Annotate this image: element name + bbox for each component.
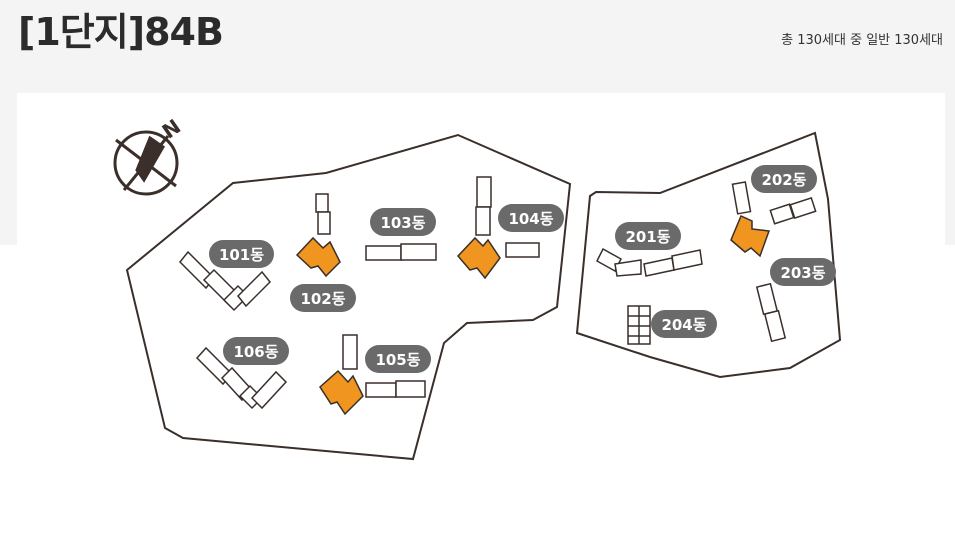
svg-text:101동: 101동 — [219, 246, 264, 264]
svg-text:204동: 204동 — [661, 316, 706, 334]
building-104-highlight[interactable] — [456, 236, 501, 280]
building-204-shape[interactable] — [627, 305, 651, 345]
building-label-104[interactable]: 104동 — [498, 204, 564, 232]
building-101-shape[interactable] — [178, 250, 272, 312]
building-106-shape[interactable] — [195, 346, 288, 410]
building-label-201[interactable]: 201동 — [615, 222, 681, 250]
building-label-204[interactable]: 204동 — [651, 310, 717, 338]
svg-text:106동: 106동 — [233, 343, 278, 361]
building-201-shape[interactable] — [596, 247, 703, 277]
building-label-203[interactable]: 203동 — [770, 258, 836, 286]
building-label-101[interactable]: 101동 — [209, 240, 274, 268]
building-labels: 101동 102동 103동 104동 105동 106동 201동 202동 — [209, 165, 836, 373]
building-label-103[interactable]: 103동 — [370, 208, 436, 236]
building-105-highlight[interactable] — [319, 369, 364, 416]
compass-icon: N — [113, 114, 185, 196]
svg-text:102동: 102동 — [300, 290, 345, 308]
compass-north-label: N — [158, 114, 185, 143]
svg-text:202동: 202동 — [761, 171, 806, 189]
building-103-shape[interactable] — [365, 243, 437, 261]
building-202-tower[interactable] — [731, 181, 817, 225]
building-203-shape[interactable] — [755, 282, 787, 343]
svg-text:104동: 104동 — [508, 210, 553, 228]
svg-text:201동: 201동 — [625, 228, 670, 246]
unit-summary: 총 130세대 중 일반 130세대 — [781, 33, 943, 48]
building-102-tower[interactable] — [315, 193, 331, 235]
building-105-tower[interactable] — [342, 334, 426, 398]
building-label-105[interactable]: 105동 — [365, 345, 431, 373]
svg-text:203동: 203동 — [780, 264, 825, 282]
building-102-highlight[interactable] — [295, 236, 341, 278]
svg-text:103동: 103동 — [380, 214, 425, 232]
svg-text:105동: 105동 — [375, 351, 420, 369]
building-202-highlight[interactable] — [730, 214, 771, 258]
building-label-202[interactable]: 202동 — [751, 165, 817, 193]
building-label-106[interactable]: 106동 — [223, 337, 289, 365]
building-104-tower[interactable] — [475, 176, 540, 258]
building-label-102[interactable]: 102동 — [290, 284, 356, 312]
page-title: [1단지]84B — [18, 10, 224, 54]
